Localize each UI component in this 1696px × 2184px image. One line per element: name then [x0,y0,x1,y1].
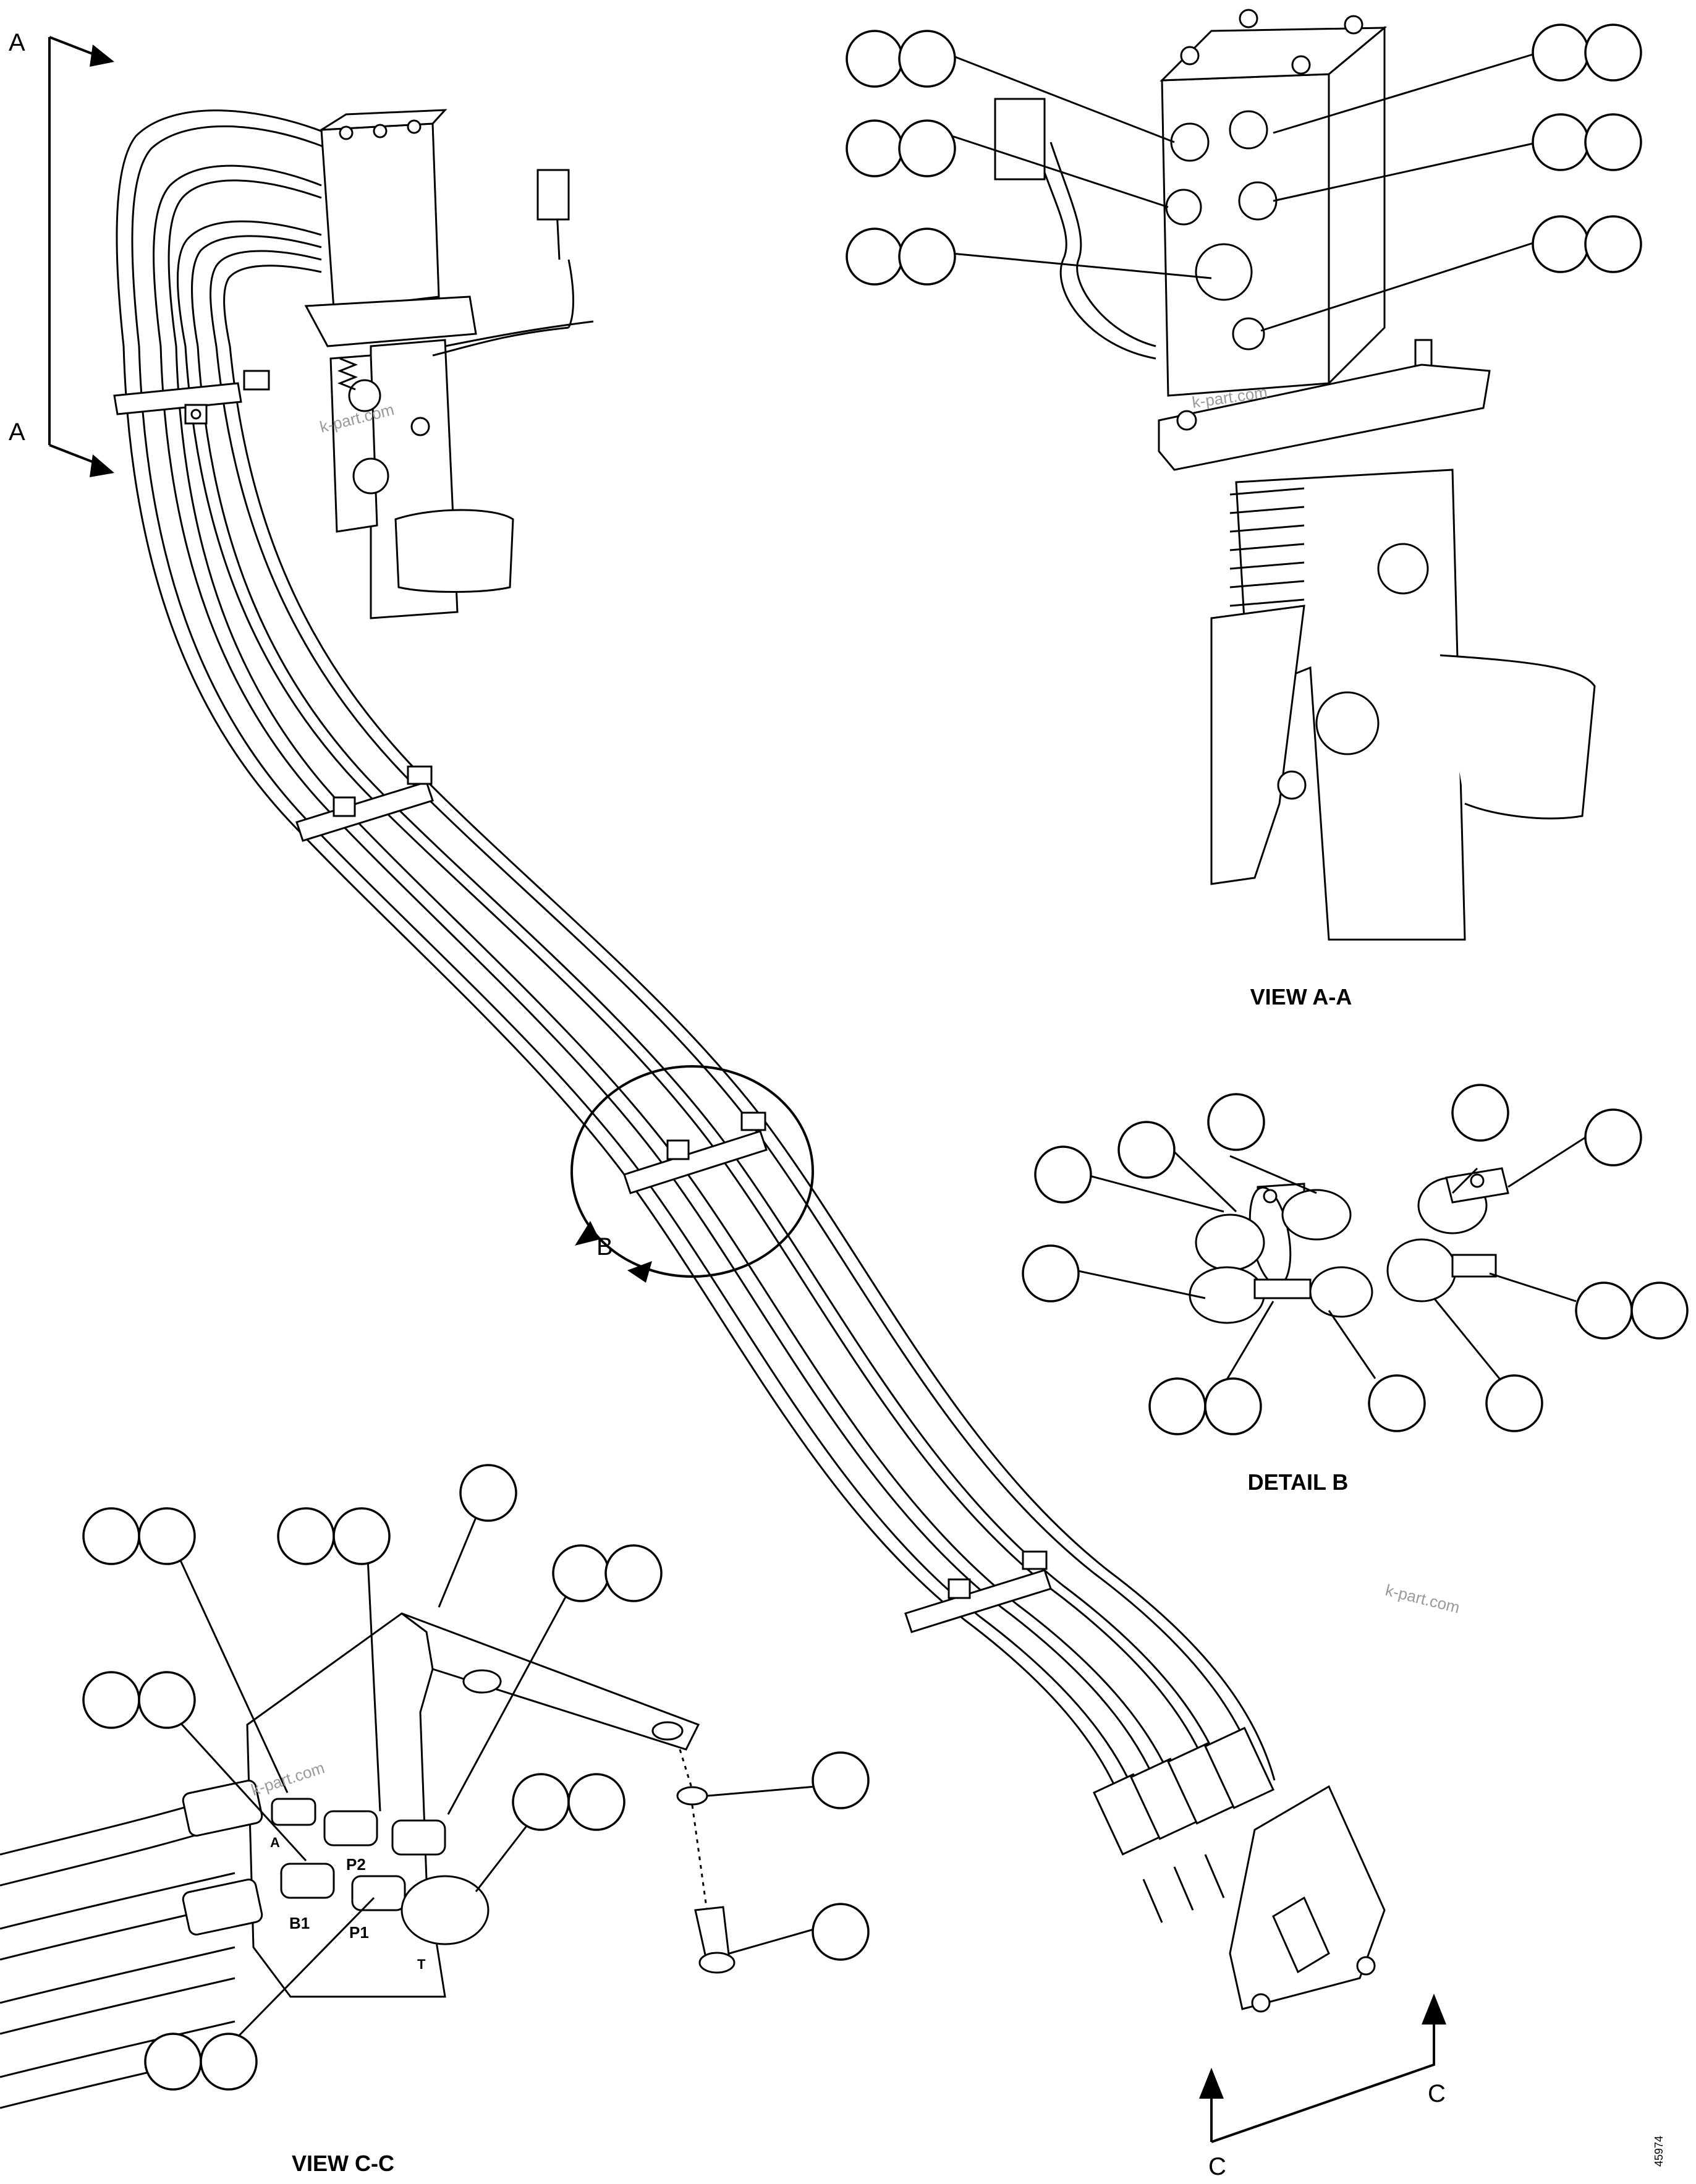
hose-end-fittings [1093,1727,1274,1923]
hose-clamp-middle [295,765,434,842]
view-c-c-caption: VIEW C-C [292,2151,394,2176]
detail-b-caption: DETAIL B [1248,1469,1349,1495]
hose-clamp-upper [113,370,270,425]
port-label-t: T [417,1957,426,1972]
view-a-a-caption: VIEW A-A [1250,984,1352,1009]
watermark-3: k-part.com [1384,1581,1462,1617]
view-c-c: P2 B1 P1 T A VIEW C-C [0,1464,870,2176]
section-mark-b: B [596,1233,613,1260]
port-label-p2: P2 [346,1855,366,1874]
section-mark-c-right: C [1428,2080,1446,2107]
hose-bundle [113,109,1386,2013]
section-mark-c-bottom: C [1208,2153,1226,2180]
section-mark-a-bottom: A [9,419,25,446]
port-label-p1: P1 [349,1923,369,1942]
section-mark-a-top: A [9,29,25,56]
view-a-a: VIEW A-A [846,9,1642,1009]
mounting-bracket-bottom [1229,1785,1386,2013]
figure-number: 45974 [1653,2136,1665,2167]
hose-clamp-lower [904,1550,1052,1633]
detail-b: DETAIL B [1022,1084,1689,1495]
port-label-a: A [270,1835,280,1850]
hose-clamp-detail-b [623,1111,768,1194]
section-line-c-c: C C [1199,1994,1446,2180]
pilot-valve-main [304,109,594,619]
detail-b-callout: B [570,1065,814,1283]
section-line-a-a: A A [9,29,114,477]
port-label-b1: B1 [289,1914,310,1932]
